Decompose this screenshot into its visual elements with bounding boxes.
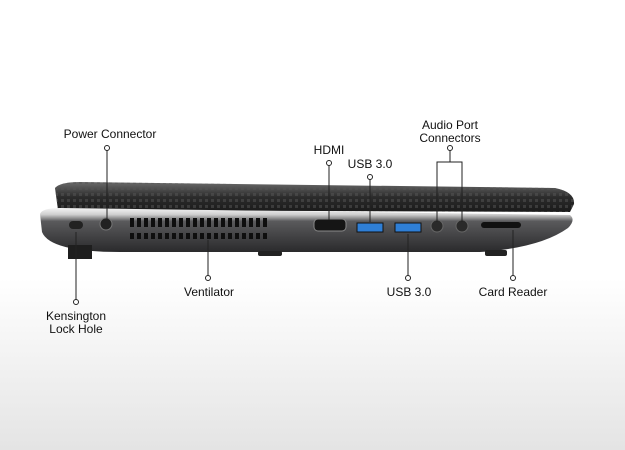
vent-slot — [263, 233, 267, 239]
laptop-lid — [55, 182, 575, 212]
vent-slot — [158, 218, 162, 227]
vent-slot — [214, 233, 218, 239]
vent-slot — [130, 233, 134, 239]
vent-slot — [130, 218, 134, 227]
vent-slot — [186, 218, 190, 227]
vent-slot — [151, 233, 155, 239]
label-ventilator: Ventilator — [183, 285, 235, 299]
label-kensington-line1: Kensington — [45, 309, 107, 323]
vent-slot — [165, 233, 169, 239]
vent-slot — [235, 233, 239, 239]
vent-slot — [158, 233, 162, 239]
card-reader-slot — [481, 222, 521, 228]
label-audio-line2: Connectors — [419, 131, 481, 145]
vent-slot — [207, 233, 211, 239]
hdmi-port — [313, 218, 347, 232]
ports — [69, 217, 521, 239]
vent-slot — [207, 218, 211, 227]
vent-slot — [179, 233, 183, 239]
vent-slot — [144, 233, 148, 239]
vent-slot — [214, 218, 218, 227]
label-usb-bottom: USB 3.0 — [386, 285, 432, 299]
vent-slot — [249, 233, 253, 239]
vent-slot — [200, 218, 204, 227]
vent-slot — [186, 233, 190, 239]
ventilator-grille — [130, 218, 267, 239]
vent-slot — [228, 218, 232, 227]
vent-slot — [179, 218, 183, 227]
vent-slot — [235, 218, 239, 227]
label-card-reader: Card Reader — [478, 285, 548, 299]
vent-slot — [137, 233, 141, 239]
kensington-slot — [69, 221, 83, 229]
vent-slot — [256, 218, 260, 227]
vent-slot — [151, 218, 155, 227]
foot — [68, 245, 92, 259]
label-usb-top: USB 3.0 — [347, 157, 393, 171]
vent-slot — [256, 233, 260, 239]
label-audio-line1: Audio Port — [421, 118, 479, 132]
vent-slot — [221, 218, 225, 227]
vent-slot — [249, 218, 253, 227]
vent-slot — [165, 218, 169, 227]
usb-port-2 — [394, 222, 422, 233]
power-jack — [99, 217, 113, 231]
vent-slot — [193, 218, 197, 227]
vent-slot — [263, 218, 267, 227]
label-hdmi: HDMI — [313, 143, 345, 157]
vent-slot — [242, 218, 246, 227]
vent-slot — [172, 218, 176, 227]
vent-slot — [200, 233, 204, 239]
vent-slot — [144, 218, 148, 227]
vent-slot — [172, 233, 176, 239]
usb-port-1 — [356, 222, 384, 233]
vent-slot — [221, 233, 225, 239]
vent-slot — [137, 218, 141, 227]
vent-slot — [193, 233, 197, 239]
laptop-base — [40, 208, 573, 259]
callout-lines — [73, 145, 516, 305]
label-power-connector: Power Connector — [63, 127, 157, 141]
vent-slot — [242, 233, 246, 239]
label-kensington-line2: Lock Hole — [49, 322, 103, 336]
vent-slot — [228, 233, 232, 239]
